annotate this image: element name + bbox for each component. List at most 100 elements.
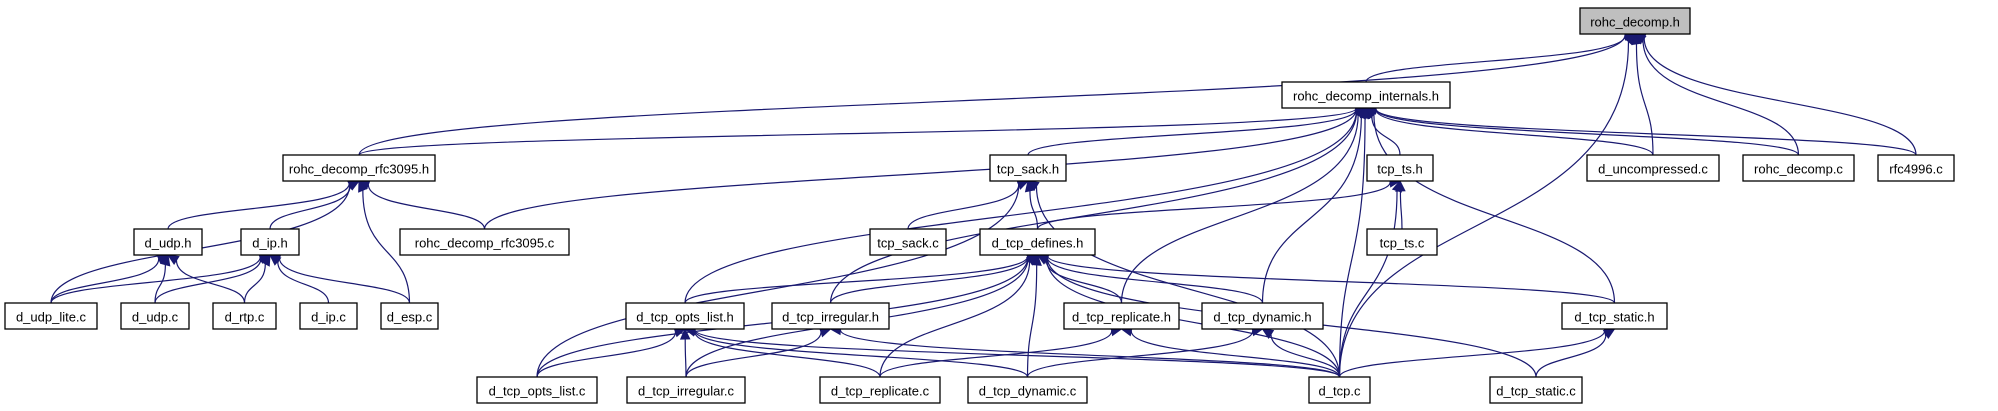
node-label: rfc4996.c bbox=[1889, 162, 1943, 177]
edge-d-udp-lite-c-to-d-udp-h bbox=[50, 254, 170, 304]
node-d-udp-c[interactable]: d_udp.c bbox=[120, 302, 190, 330]
edge-line bbox=[1643, 37, 1917, 156]
node-d-ip-h[interactable]: d_ip.h bbox=[240, 228, 300, 256]
node-box[interactable] bbox=[120, 302, 190, 330]
node-label: tcp_ts.c bbox=[1380, 236, 1425, 251]
node-rohc-decomp-internals-h[interactable]: rohc_decomp_internals.h bbox=[1281, 81, 1451, 109]
node-d-tcp-defines-h[interactable]: d_tcp_defines.h bbox=[979, 228, 1096, 256]
node-box[interactable] bbox=[399, 228, 570, 256]
arrowhead-icon bbox=[166, 254, 180, 266]
node-d-tcp-dynamic-h[interactable]: d_tcp_dynamic.h bbox=[1201, 302, 1324, 330]
edge-d-esp-c-to-rohc-decomp-rfc3095-h bbox=[358, 179, 411, 304]
node-rohc-decomp-rfc3095-h[interactable]: rohc_decomp_rfc3095.h bbox=[282, 154, 436, 182]
node-d-tcp-opts-list-c[interactable]: d_tcp_opts_list.c bbox=[476, 376, 598, 404]
node-label: d_tcp_defines.h bbox=[992, 236, 1084, 251]
edge-line bbox=[175, 260, 246, 304]
arrowhead-icon bbox=[1261, 328, 1275, 340]
node-d-tcp-replicate-c[interactable]: d_tcp_replicate.c bbox=[819, 376, 941, 404]
node-box[interactable] bbox=[819, 376, 941, 404]
edge-line bbox=[829, 111, 1358, 304]
node-tcp-sack-c[interactable]: tcp_sack.c bbox=[869, 228, 947, 256]
edge-line bbox=[1338, 41, 1630, 378]
node-box[interactable] bbox=[869, 228, 947, 256]
node-rohc-decomp-rfc3095-c[interactable]: rohc_decomp_rfc3095.c bbox=[399, 228, 570, 256]
node-tcp-ts-c[interactable]: tcp_ts.c bbox=[1366, 228, 1438, 256]
node-box[interactable] bbox=[133, 228, 203, 256]
node-box[interactable] bbox=[4, 302, 98, 330]
node-box[interactable] bbox=[1877, 154, 1955, 182]
edge-line bbox=[879, 330, 1113, 378]
node-box[interactable] bbox=[1489, 376, 1583, 404]
node-box[interactable] bbox=[625, 302, 745, 330]
node-box[interactable] bbox=[979, 228, 1096, 256]
node-d-ip-c[interactable]: d_ip.c bbox=[299, 302, 358, 330]
node-box[interactable] bbox=[1742, 154, 1855, 182]
edge-d-udp-h-to-rohc-decomp-rfc3095-h bbox=[167, 178, 361, 230]
node-d-esp-c[interactable]: d_esp.c bbox=[380, 302, 439, 330]
node-d-tcp-c[interactable]: d_tcp.c bbox=[1308, 376, 1371, 404]
edge-line bbox=[536, 331, 677, 378]
node-box[interactable] bbox=[1366, 154, 1434, 182]
edge-d-tcp-dynamic-h-to-rohc-decomp-internals-h bbox=[1261, 106, 1367, 304]
edge-d-tcp-opts-list-c-to-d-tcp-opts-list-h bbox=[536, 327, 687, 378]
node-tcp-sack-h[interactable]: tcp_sack.h bbox=[989, 154, 1067, 182]
node-d-udp-h[interactable]: d_udp.h bbox=[133, 228, 203, 256]
node-label: tcp_sack.c bbox=[877, 236, 939, 251]
node-box[interactable] bbox=[1561, 302, 1668, 330]
node-d-rtp-c[interactable]: d_rtp.c bbox=[212, 302, 277, 330]
node-box[interactable] bbox=[1308, 376, 1371, 404]
node-box[interactable] bbox=[1063, 302, 1180, 330]
node-label: rohc_decomp_internals.h bbox=[1293, 89, 1439, 104]
node-box[interactable] bbox=[212, 302, 277, 330]
node-box[interactable] bbox=[282, 154, 436, 182]
node-box[interactable] bbox=[626, 376, 746, 404]
node-d-tcp-static-h[interactable]: d_tcp_static.h bbox=[1561, 302, 1668, 330]
node-box[interactable] bbox=[380, 302, 439, 330]
node-box[interactable] bbox=[476, 376, 598, 404]
edge-line bbox=[269, 185, 351, 230]
arrowhead-icon bbox=[1365, 107, 1378, 119]
node-box[interactable] bbox=[299, 302, 358, 330]
node-box[interactable] bbox=[989, 154, 1067, 182]
edge-line bbox=[1046, 256, 1264, 304]
node-d-tcp-irregular-h[interactable]: d_tcp_irregular.h bbox=[771, 302, 890, 330]
edge-d-tcp-c-to-tcp-ts-h bbox=[1338, 179, 1402, 378]
edge-line bbox=[1026, 264, 1038, 378]
edge-rohc-decomp-internals-h-to-rohc-decomp-h bbox=[1365, 30, 1637, 83]
node-label: d_tcp.c bbox=[1319, 384, 1361, 399]
node-label: tcp_sack.h bbox=[997, 162, 1059, 177]
node-d-tcp-replicate-h[interactable]: d_tcp_replicate.h bbox=[1063, 302, 1180, 330]
edge-rohc-decomp-rfc3095-h-to-rohc-decomp-internals-h bbox=[358, 103, 1368, 156]
edge-line bbox=[907, 184, 1020, 230]
node-d-udp-lite-c[interactable]: d_udp_lite.c bbox=[4, 302, 98, 330]
node-d-tcp-irregular-c[interactable]: d_tcp_irregular.c bbox=[626, 376, 746, 404]
node-box[interactable] bbox=[240, 228, 300, 256]
edge-line bbox=[277, 261, 330, 304]
node-label: d_rtp.c bbox=[225, 310, 265, 325]
arrowhead-icon bbox=[1031, 253, 1042, 266]
node-box[interactable] bbox=[1366, 228, 1438, 256]
node-d-tcp-dynamic-c[interactable]: d_tcp_dynamic.c bbox=[967, 376, 1088, 404]
node-tcp-ts-h[interactable]: tcp_ts.h bbox=[1366, 154, 1434, 182]
node-rohc-decomp-c[interactable]: rohc_decomp.c bbox=[1742, 154, 1855, 182]
node-label: d_tcp_opts_list.h bbox=[636, 310, 734, 325]
node-d-tcp-static-c[interactable]: d_tcp_static.c bbox=[1489, 376, 1583, 404]
edge-d-rtp-c-to-d-udp-h bbox=[166, 254, 246, 304]
node-label: d_tcp_static.c bbox=[1496, 384, 1576, 399]
edge-line bbox=[358, 107, 1357, 156]
node-box[interactable] bbox=[771, 302, 890, 330]
node-box[interactable] bbox=[1586, 154, 1720, 182]
node-d-tcp-opts-list-h[interactable]: d_tcp_opts_list.h bbox=[625, 302, 745, 330]
node-label: d_tcp_opts_list.c bbox=[489, 384, 586, 399]
edge-line bbox=[1338, 117, 1366, 378]
edge-d-tcp-static-h-to-d-tcp-defines-h bbox=[1036, 250, 1616, 304]
node-rfc4996-c[interactable]: rfc4996.c bbox=[1877, 154, 1955, 182]
arrowhead-icon bbox=[358, 179, 368, 193]
node-d-uncompressed-c[interactable]: d_uncompressed.c bbox=[1586, 154, 1720, 182]
edge-d-tcp-c-to-d-tcp-replicate-h bbox=[1120, 326, 1341, 378]
edge-line bbox=[243, 263, 266, 304]
node-box[interactable] bbox=[1281, 81, 1451, 109]
node-box[interactable] bbox=[1201, 302, 1324, 330]
node-box[interactable] bbox=[967, 376, 1088, 404]
edge-line bbox=[1130, 330, 1341, 378]
